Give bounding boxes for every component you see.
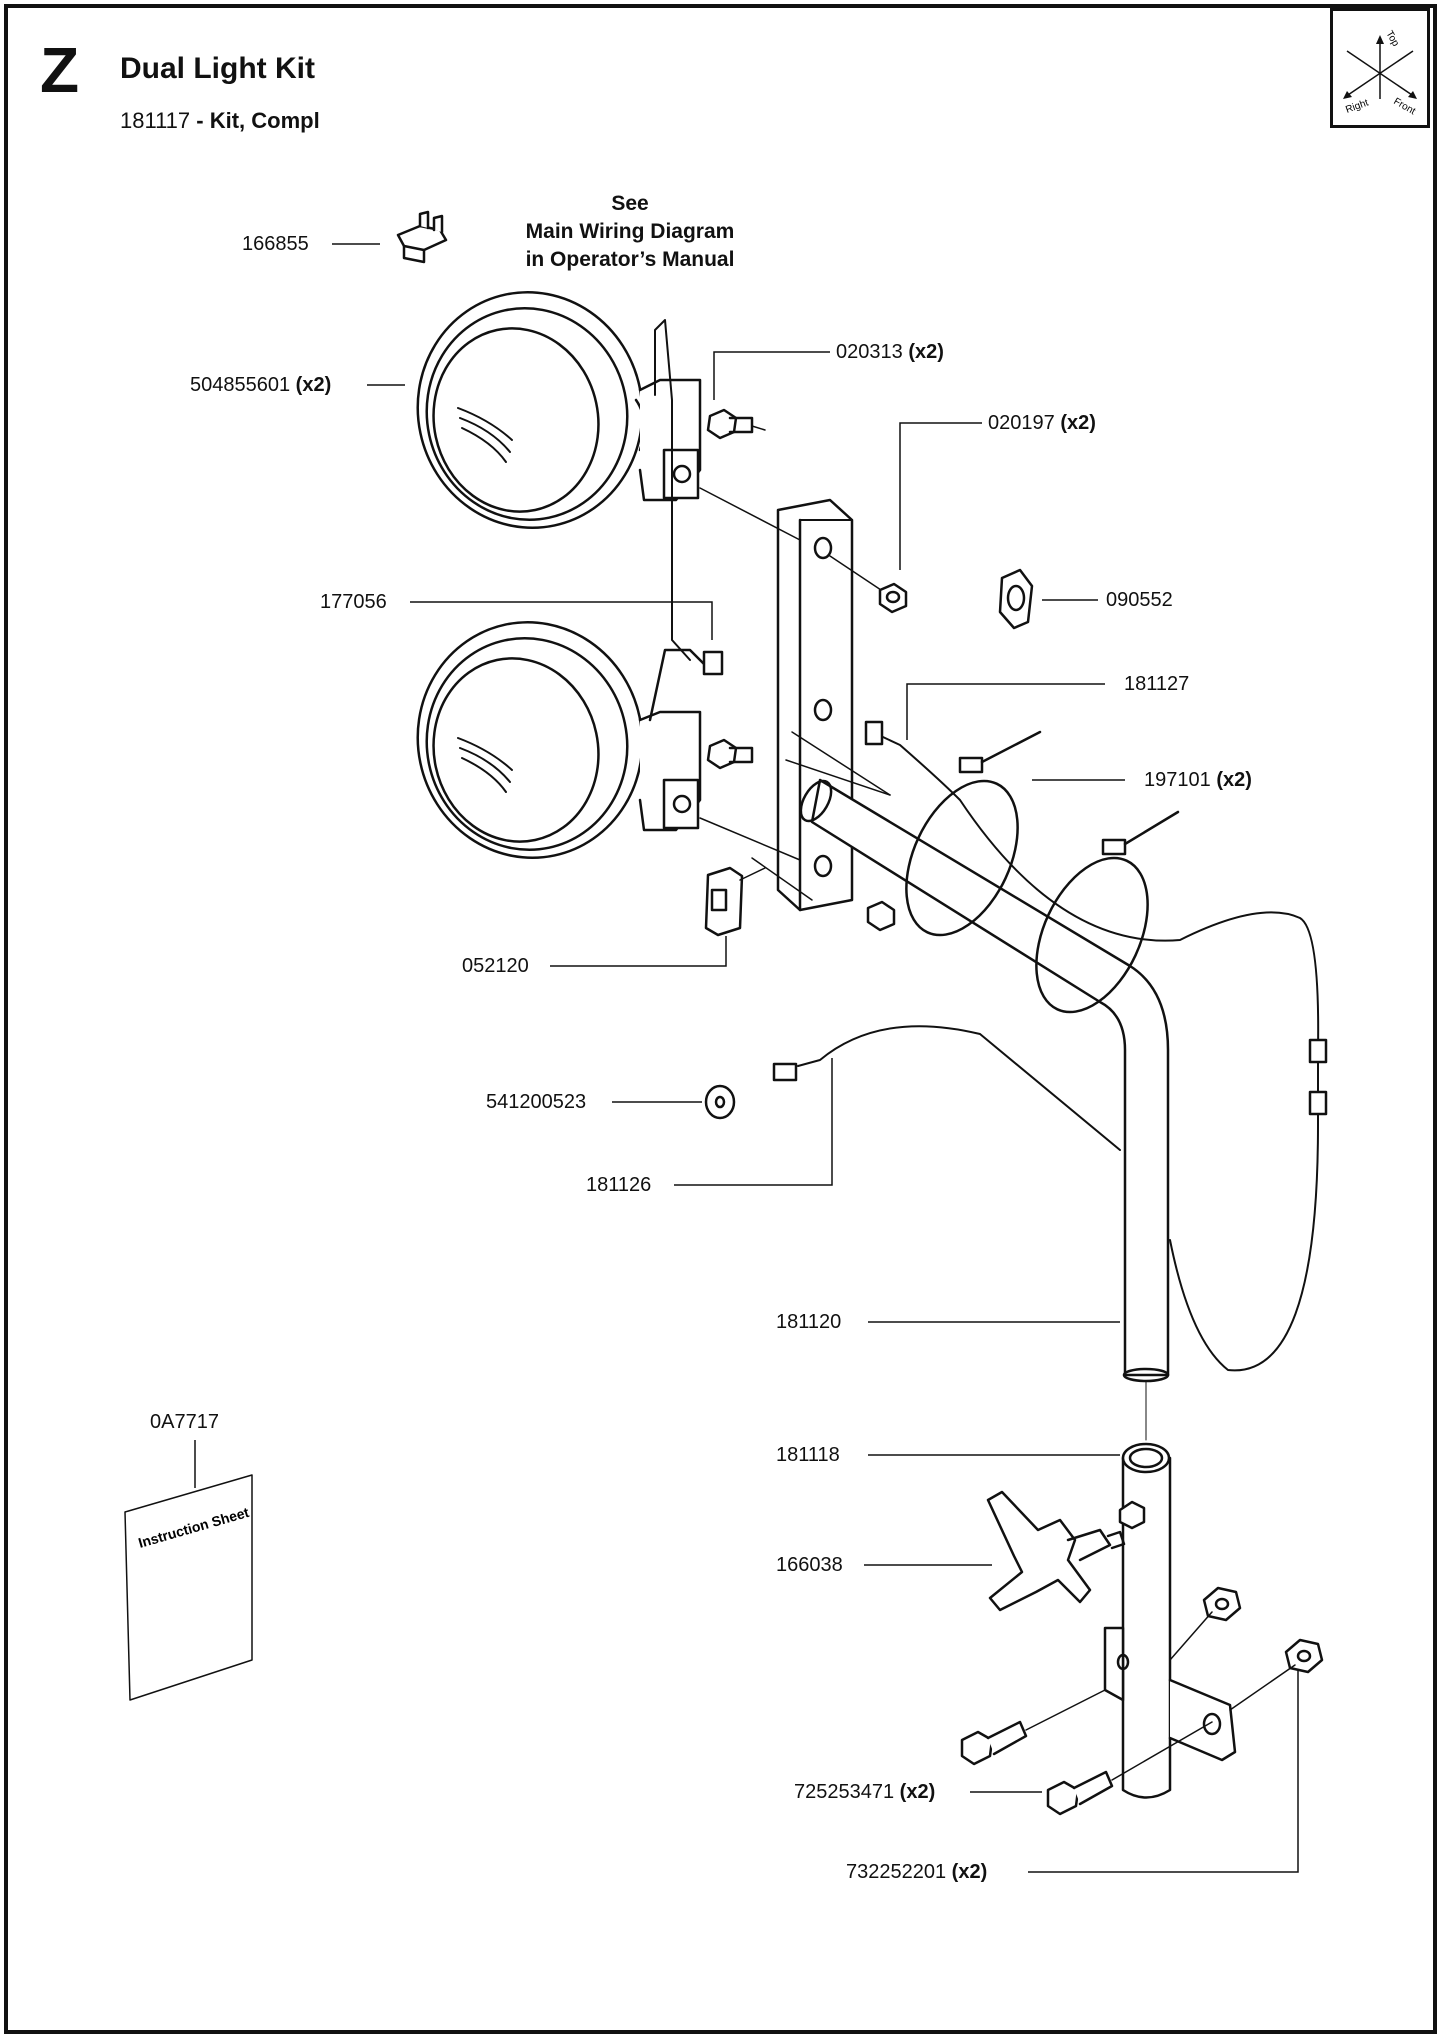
harness-181126 xyxy=(797,1025,1121,1151)
nut-020197-lower xyxy=(866,900,896,932)
wiring-note: See Main Wiring Diagram in Operator’s Ma… xyxy=(500,190,760,274)
wiring-note-line-1: See xyxy=(611,192,649,215)
harness-181127-connector xyxy=(864,720,884,746)
fuse-166855 xyxy=(396,210,448,264)
cable-tie-197101-a xyxy=(905,730,1042,937)
label-166038: 166038 xyxy=(776,1554,843,1576)
label-090552: 090552 xyxy=(1106,589,1173,611)
label-732252201: 732252201 (x2) xyxy=(846,1861,988,1883)
label-725253471: 725253471 (x2) xyxy=(794,1781,936,1803)
label-166855: 166855 xyxy=(242,233,309,255)
bolt-020313-lower xyxy=(706,738,754,770)
switch-052120 xyxy=(704,866,766,937)
label-052120: 052120 xyxy=(462,955,529,977)
washer-541200523 xyxy=(704,1084,736,1120)
plate-090552 xyxy=(998,568,1034,630)
page-title: Dual Light Kit xyxy=(120,52,315,85)
instruction-sheet-0A7717 xyxy=(124,1474,253,1701)
lower-light-504855601 xyxy=(416,621,702,859)
kit-number: 181117 xyxy=(120,108,191,133)
label-177056: 177056 xyxy=(320,591,387,613)
connector-177056 xyxy=(702,650,724,676)
harness-181126-connector xyxy=(772,1062,798,1082)
orientation-axes-icon: Top Right Front xyxy=(1343,29,1417,117)
harness-181127 xyxy=(867,729,1320,1372)
base-bracket xyxy=(1103,1626,1237,1762)
label-181126: 181126 xyxy=(586,1174,652,1196)
section-letter: Z xyxy=(40,34,80,106)
label-020197: 020197 (x2) xyxy=(988,412,1096,434)
label-197101: 197101 (x2) xyxy=(1144,769,1252,791)
kit-description: - Kit, Compl xyxy=(196,108,320,133)
label-020313: 020313 (x2) xyxy=(836,341,944,363)
orientation-compass: Top Right Front xyxy=(1330,8,1430,128)
light-mounting-bracket xyxy=(776,498,854,912)
wiring-note-line-3: in Operator’s Manual xyxy=(525,248,735,271)
label-181127: 181127 xyxy=(1124,673,1190,695)
knob-166038 xyxy=(986,1490,1146,1612)
label-181120: 181120 xyxy=(776,1311,842,1333)
tube-181118 xyxy=(1121,1442,1172,1799)
label-504855601: 504855601 (x2) xyxy=(190,374,332,396)
upper-light-504855601 xyxy=(416,291,702,529)
label-0A7717: 0A7717 xyxy=(150,1411,219,1433)
label-181118: 181118 xyxy=(776,1444,840,1466)
bolt-725253471-a xyxy=(960,1689,1106,1766)
bolt-020313-upper xyxy=(706,408,766,440)
nut-020197-upper xyxy=(878,582,908,614)
kit-subtitle: 181117 - Kit, Compl xyxy=(120,108,320,134)
wiring-note-line-2: Main Wiring Diagram xyxy=(525,220,735,243)
page-border xyxy=(4,4,1437,2034)
bolt-725253471-b xyxy=(1046,1611,1296,1816)
cable-tie-197101-b xyxy=(1035,810,1180,1014)
label-541200523: 541200523 xyxy=(486,1091,587,1113)
